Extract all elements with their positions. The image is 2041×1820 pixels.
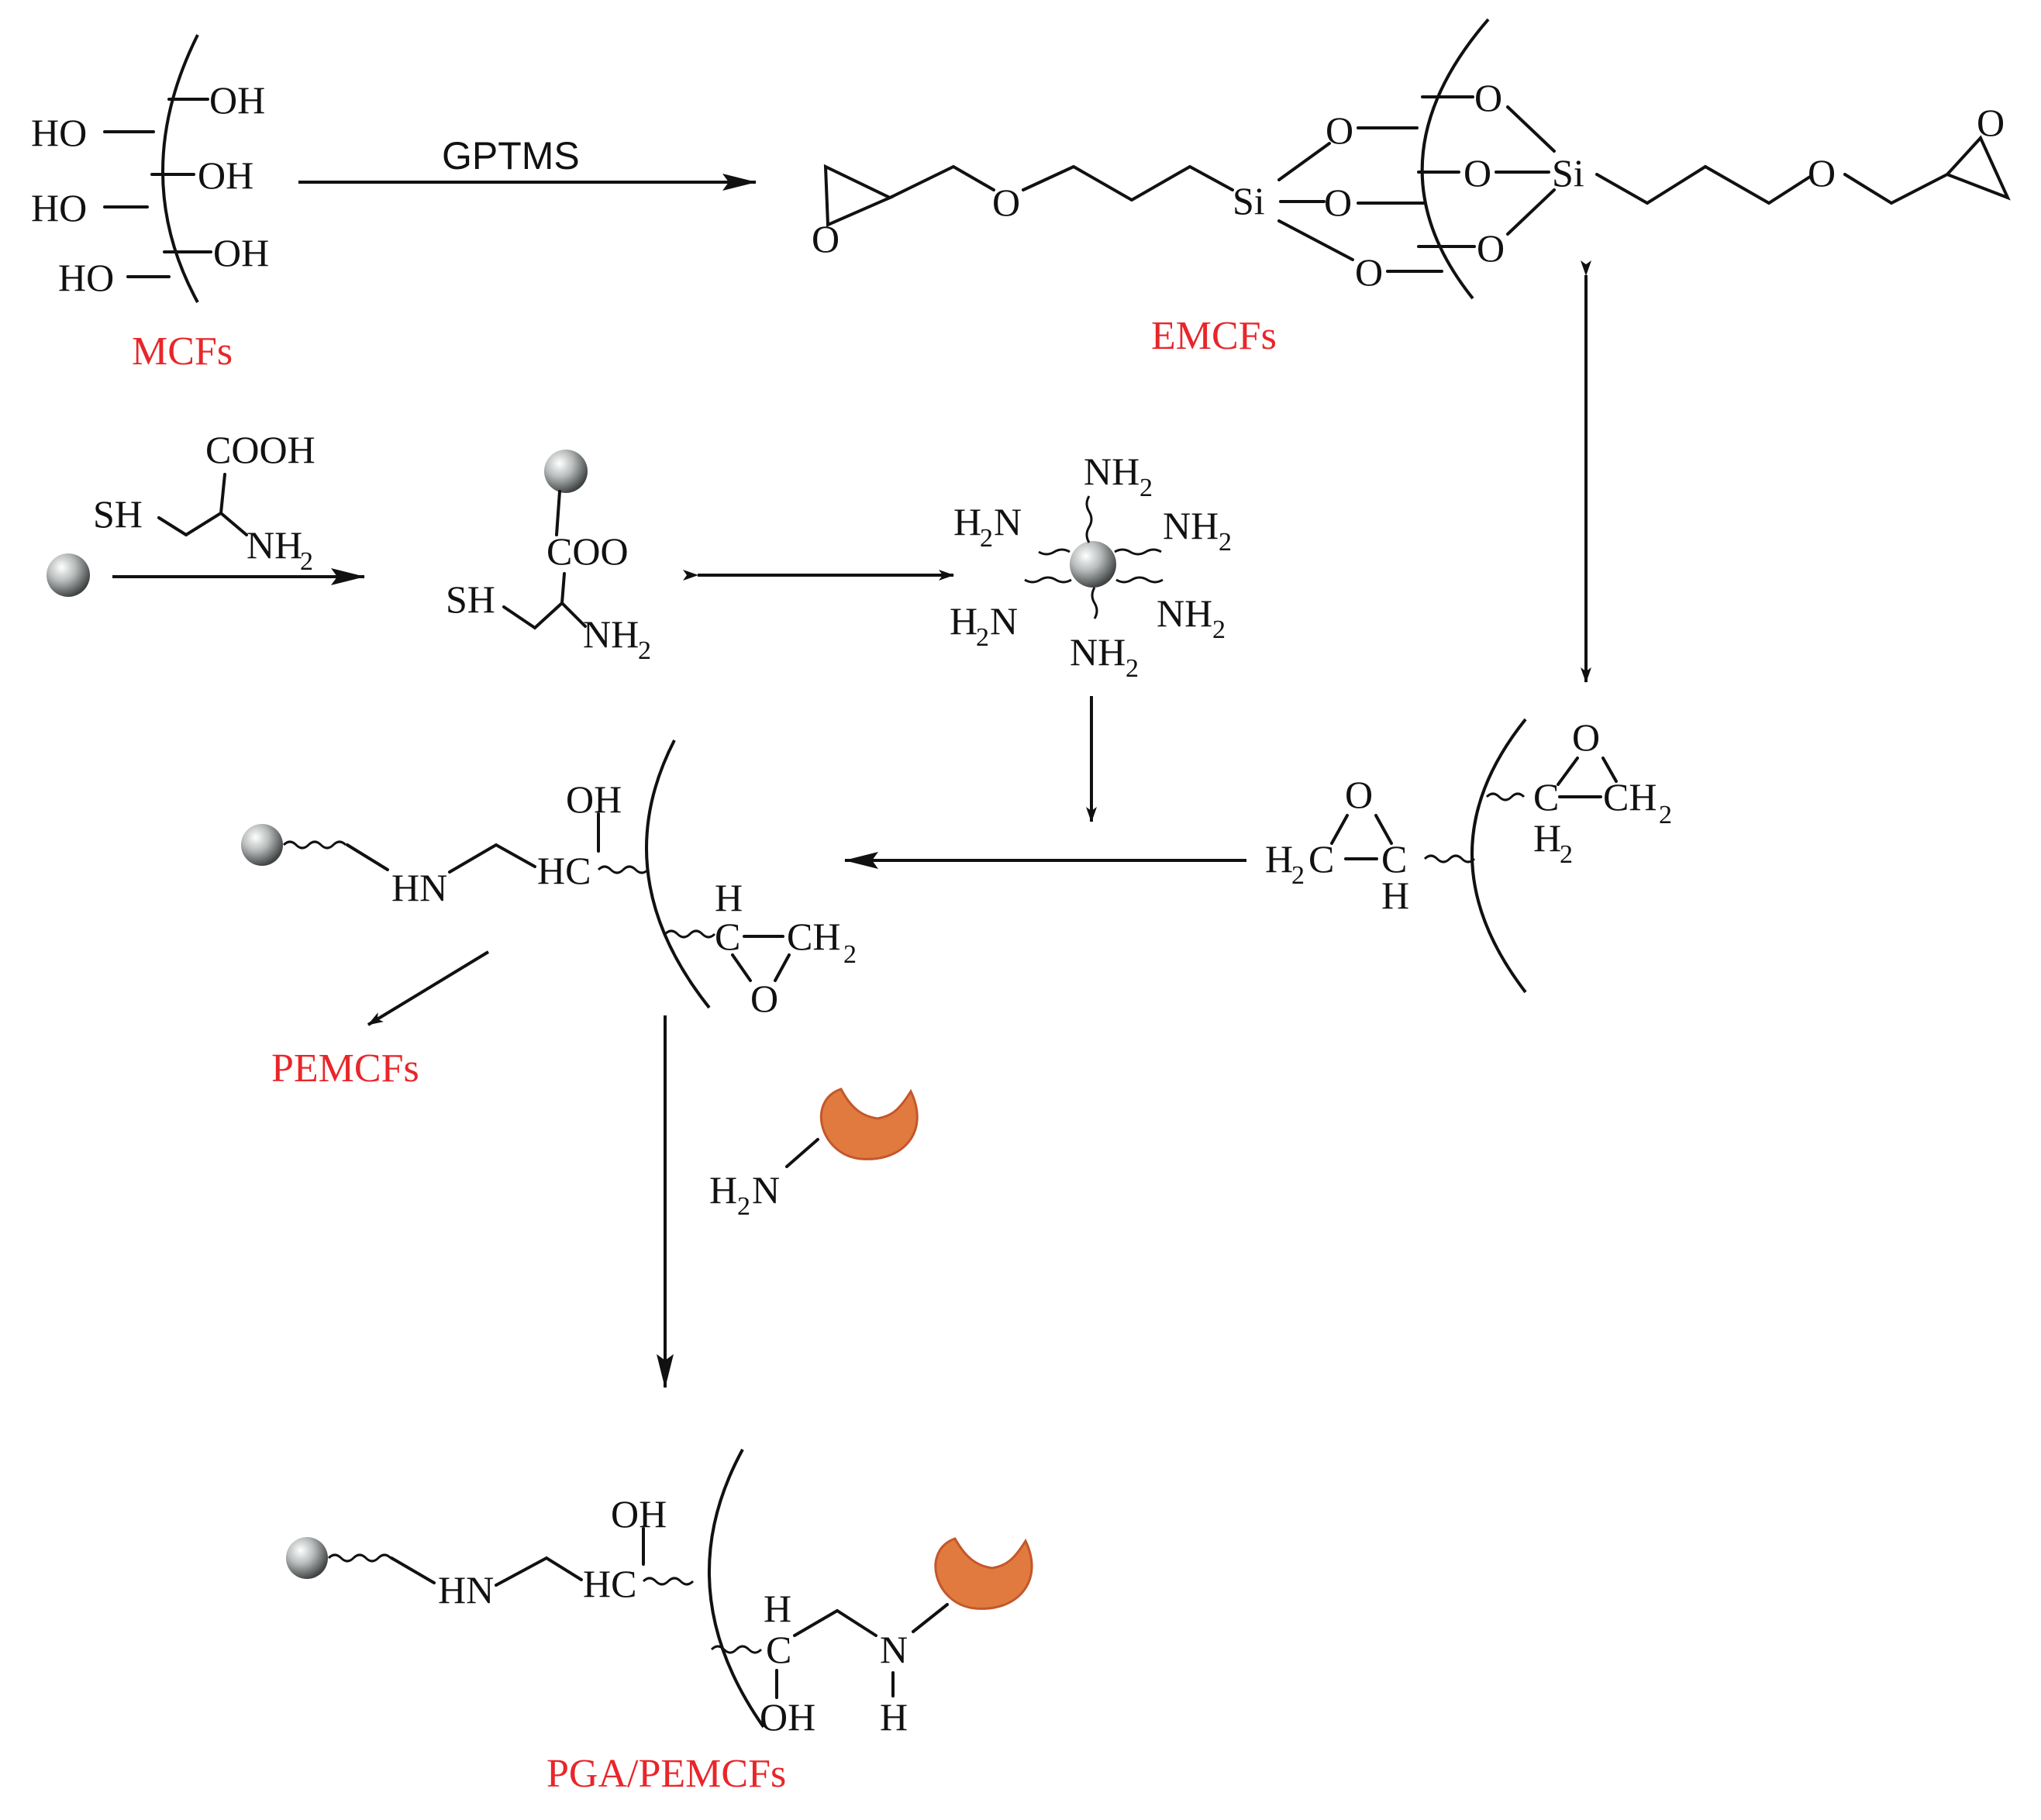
subscript-two: 2 — [980, 524, 993, 553]
methine-hydrogen: H — [764, 1587, 791, 1630]
enzyme-reagent: H 2 N — [709, 1088, 919, 1221]
aminated-bead: NH 2 NH 2 NH 2 NH 2 H 2 N H 2 N — [950, 450, 1232, 683]
subscript-two: 2 — [1560, 840, 1573, 869]
hydroxyl-label: OH — [213, 231, 269, 274]
siloxane-oxygen: O — [1464, 151, 1491, 195]
epoxide-oxygen: O — [750, 977, 778, 1020]
subscript-two: 2 — [1219, 528, 1232, 557]
epoxide-carbon: C — [1533, 775, 1559, 819]
hydroxyl-label: OH — [209, 78, 265, 122]
epoxide-oxygen: O — [1345, 773, 1373, 816]
amine-group: NH — [247, 523, 302, 567]
hydroxyl-group: OH — [760, 1695, 815, 1739]
epoxide-hydrogen: H — [1381, 874, 1409, 917]
pemcfs-structure: HN HC OH C H CH 2 O — [241, 739, 857, 1020]
emcfs-structure: O O Si O O O O O O Si O O — [812, 18, 2011, 300]
amine-group: NH — [1157, 591, 1212, 635]
amine-group: NH — [1084, 450, 1139, 493]
epoxide-hydrogen: H — [1265, 837, 1293, 881]
hydroxyl-label: OH — [198, 153, 253, 197]
epoxide-hydrogen: H — [715, 876, 743, 919]
amine-label-n: N — [752, 1168, 780, 1212]
subscript-two: 2 — [300, 547, 313, 576]
pemcfs-label: PEMCFs — [271, 1046, 419, 1091]
carboxylate-group: COO — [546, 529, 629, 573]
epoxide-oxygen: O — [1572, 715, 1600, 759]
amine-hydrogen: H — [880, 1695, 908, 1739]
thiol-group: SH — [446, 577, 495, 621]
amine-group: NH — [1070, 630, 1126, 674]
siloxane-oxygen: O — [1326, 109, 1353, 152]
microsphere-bead — [47, 553, 90, 597]
enzyme-icon — [934, 1537, 1033, 1610]
gptms-reagent-label: GPTMS — [442, 134, 580, 178]
subscript-two: 2 — [843, 940, 857, 969]
pga-pemcfs-surface-arc — [707, 1449, 765, 1729]
secondary-amine: HN — [391, 866, 447, 909]
hydroxyl-label: HO — [58, 256, 114, 299]
amine-label-h: H — [709, 1168, 737, 1212]
emcfs-surface-arc — [1420, 18, 1490, 300]
methine-carbon: C — [766, 1628, 791, 1671]
epoxy-surface-arc — [1470, 718, 1527, 994]
silicon-atom: Si — [1233, 179, 1265, 222]
subscript-two: 2 — [638, 636, 651, 665]
epoxide-hydrogen: H — [1533, 816, 1561, 860]
epoxide-carbon: C — [1308, 837, 1334, 881]
subscript-two: 2 — [1291, 861, 1305, 890]
subscript-two: 2 — [976, 623, 989, 652]
enzyme-icon — [820, 1088, 919, 1160]
methine-carbon: HC — [537, 849, 591, 892]
subscript-two: 2 — [1126, 654, 1139, 683]
siloxane-oxygen: O — [1324, 181, 1352, 224]
secondary-amine: HN — [438, 1568, 494, 1611]
amine-label-h: H — [953, 500, 981, 543]
bead-bound-cysteine: COO SH NH 2 — [446, 450, 651, 665]
epoxide-oxygen: O — [812, 217, 839, 260]
hydroxyl-group: OH — [566, 777, 622, 821]
silicon-atom: Si — [1552, 151, 1584, 195]
subscript-two: 2 — [737, 1192, 750, 1221]
ether-oxygen: O — [1808, 151, 1836, 195]
microsphere-bead — [241, 824, 283, 866]
methylene-group: CH — [1603, 775, 1657, 819]
pemcfs-surface-arc — [645, 739, 711, 1009]
emcfs-label: EMCFs — [1151, 314, 1277, 358]
amine-label-h: H — [950, 599, 977, 643]
subscript-two: 2 — [1212, 615, 1226, 644]
epoxy-surface-structure: C O CH 2 H 2 C H H 2 C O — [1265, 715, 1672, 994]
mcfs-surface-arc — [161, 34, 199, 303]
siloxane-oxygen: O — [1355, 250, 1383, 294]
epoxide-carbon: C — [715, 915, 740, 958]
pemcfs-arrow — [367, 950, 490, 1026]
ether-oxygen: O — [992, 181, 1020, 224]
hydroxyl-group: OH — [611, 1492, 667, 1536]
microsphere-bead — [286, 1537, 328, 1579]
pga-pemcfs-structure: HN HC OH C H OH N H — [286, 1449, 1033, 1739]
methine-carbon: HC — [583, 1562, 636, 1605]
thiol-group: SH — [93, 492, 143, 536]
subscript-two: 2 — [1139, 474, 1153, 502]
amine-label-n: N — [994, 500, 1022, 543]
microsphere-bead — [544, 450, 588, 493]
amine-group: NH — [583, 612, 639, 656]
epoxide-oxygen: O — [1977, 101, 2005, 144]
mcfs-structure: HO HO HO OH OH OH — [31, 34, 269, 303]
siloxane-oxygen: O — [1477, 226, 1505, 270]
methylene-group: CH — [787, 915, 840, 958]
epoxide-carbon: C — [1381, 837, 1407, 881]
microsphere-bead — [1070, 541, 1116, 588]
mcfs-label: MCFs — [132, 329, 233, 374]
hydroxyl-label: HO — [31, 186, 87, 229]
hydroxyl-label: HO — [31, 111, 87, 154]
subscript-two: 2 — [1659, 801, 1672, 829]
amine-group: NH — [1163, 504, 1219, 547]
carboxyl-group: COOH — [205, 428, 315, 471]
cysteine-molecule: COOH SH NH 2 — [93, 428, 315, 576]
amine-label-n: N — [990, 599, 1018, 643]
pga-pemcfs-label: PGA/PEMCFs — [546, 1752, 786, 1796]
siloxane-oxygen: O — [1474, 76, 1502, 119]
amine-nitrogen: N — [880, 1628, 908, 1671]
